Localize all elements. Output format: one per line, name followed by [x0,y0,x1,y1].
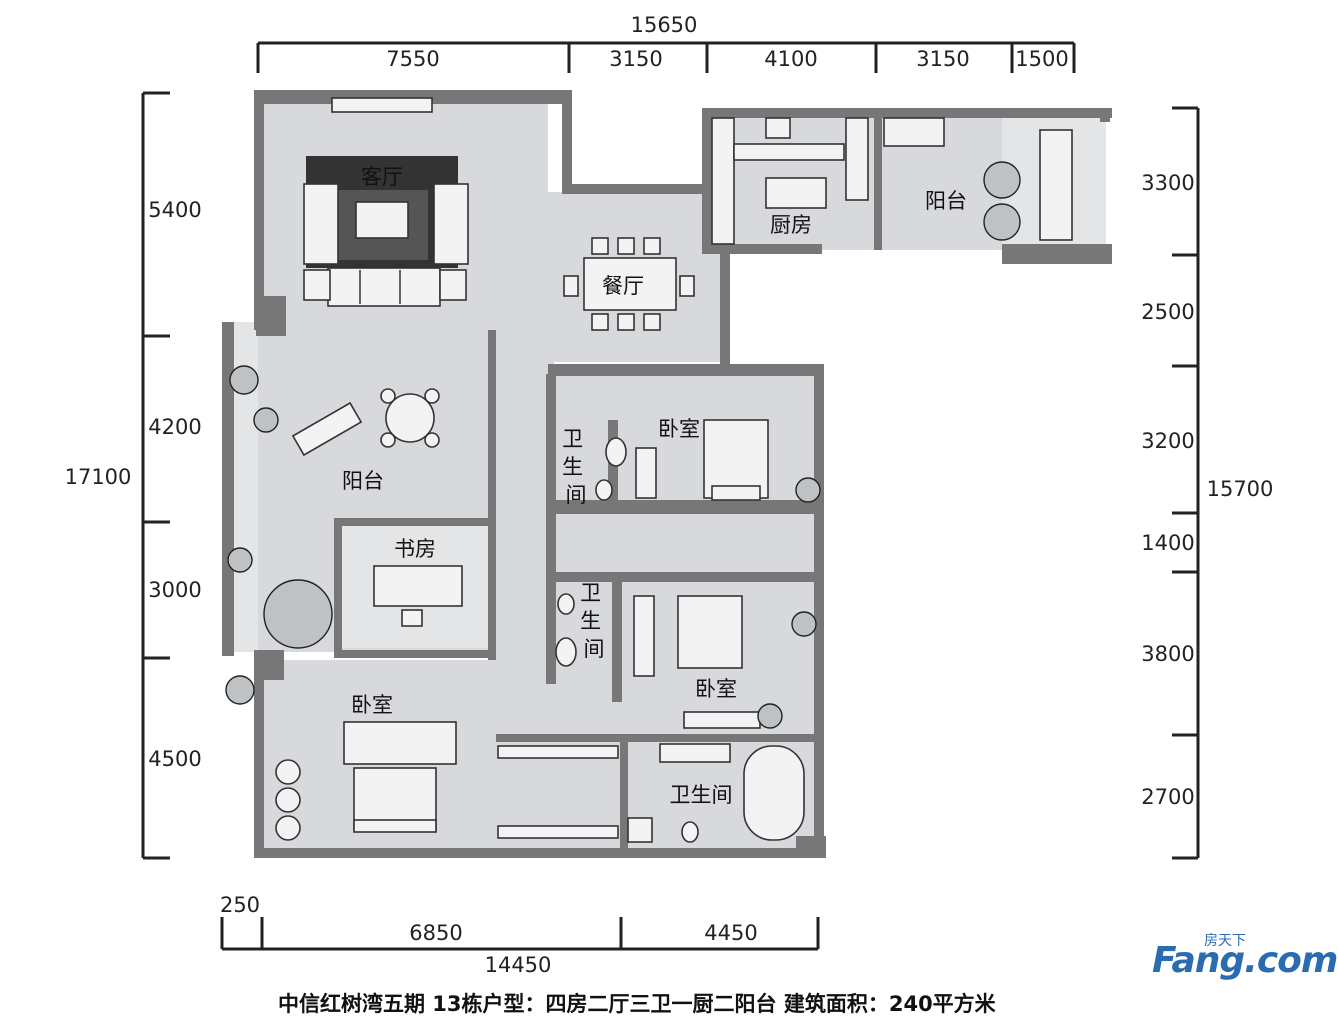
living-sofa-set [303,97,469,307]
room-label-balcony-left: 阳台 [342,469,384,493]
left-balcony-fixtures [225,365,440,705]
bath-2-char: 间 [584,637,605,661]
room-label-living: 客厅 [361,165,403,189]
room-label-study: 书房 [394,537,436,561]
top-dim-segment: 4100 [764,47,817,71]
top-dim-segment: 7550 [386,47,439,71]
room-label-bedroom-master: 卧室 [351,693,393,717]
bath-1-char: 生 [562,455,583,479]
watermark-brand: Fang.com [1152,940,1338,981]
room-label-kitchen: 厨房 [770,213,812,237]
left-dim-segment: 5400 [148,198,201,222]
bottom-dim-segment: 4450 [704,921,757,945]
master-bedroom-fixtures [275,721,619,841]
bottom-total-dimension: 14450 [485,953,552,977]
top-dimension-lines [256,41,1076,73]
left-dimension-lines [141,91,170,860]
balcony-top-fixtures [883,117,1073,241]
right-dimension-lines [1172,106,1200,860]
bedroom-2-fixtures [633,595,817,729]
room-label-bedroom-2: 卧室 [695,677,737,701]
study-fixtures [373,565,463,627]
plan-caption: 中信红树湾五期 13栋户型：四房二厅三卫一厨二阳台 建筑面积：240平方米 [278,992,996,1016]
right-dim-segment: 1400 [1141,531,1194,555]
bottom-dim-segment: 6850 [409,921,462,945]
right-dim-segment: 3200 [1141,429,1194,453]
left-dim-segment: 4200 [148,415,201,439]
room-label-bedroom-1: 卧室 [658,417,700,441]
right-dim-segment: 2500 [1141,300,1194,324]
bath-fixtures [555,437,805,843]
top-dim-segment: 1500 [1015,47,1068,71]
watermark-sub: 房天下 [1204,933,1246,949]
bedroom-1-fixtures [635,419,821,503]
left-total-dimension: 17100 [65,465,132,489]
right-dim-segment: 2700 [1141,785,1194,809]
top-dim-segment: 3150 [609,47,662,71]
room-label-dining: 餐厅 [602,274,644,298]
bottom-offset-dimension: 250 [220,893,260,917]
left-dim-segment: 4500 [148,747,201,771]
right-dim-segment: 3800 [1141,642,1194,666]
top-dim-segment: 3150 [916,47,969,71]
left-dim-segment: 3000 [148,578,201,602]
walls [222,90,1112,858]
bottom-dimension-lines [220,917,820,951]
room-label-balcony-top: 阳台 [925,189,967,213]
kitchen-fixtures [711,117,869,245]
right-total-dimension: 15700 [1207,477,1274,501]
bath-2-char: 卫 [580,581,601,605]
dining-table-set [563,237,695,331]
top-total-dimension: 15650 [631,13,698,37]
bath-2-char: 生 [580,609,601,633]
room-label-bath-master: 卫生间 [670,783,733,807]
room-label-bath-1: 卫 生 间 [562,427,590,507]
room-label-bath-2: 卫 生 间 [580,581,608,661]
bath-1-char: 卫 [562,427,583,451]
bath-1-char: 间 [566,483,587,507]
right-dim-segment: 3300 [1141,171,1194,195]
